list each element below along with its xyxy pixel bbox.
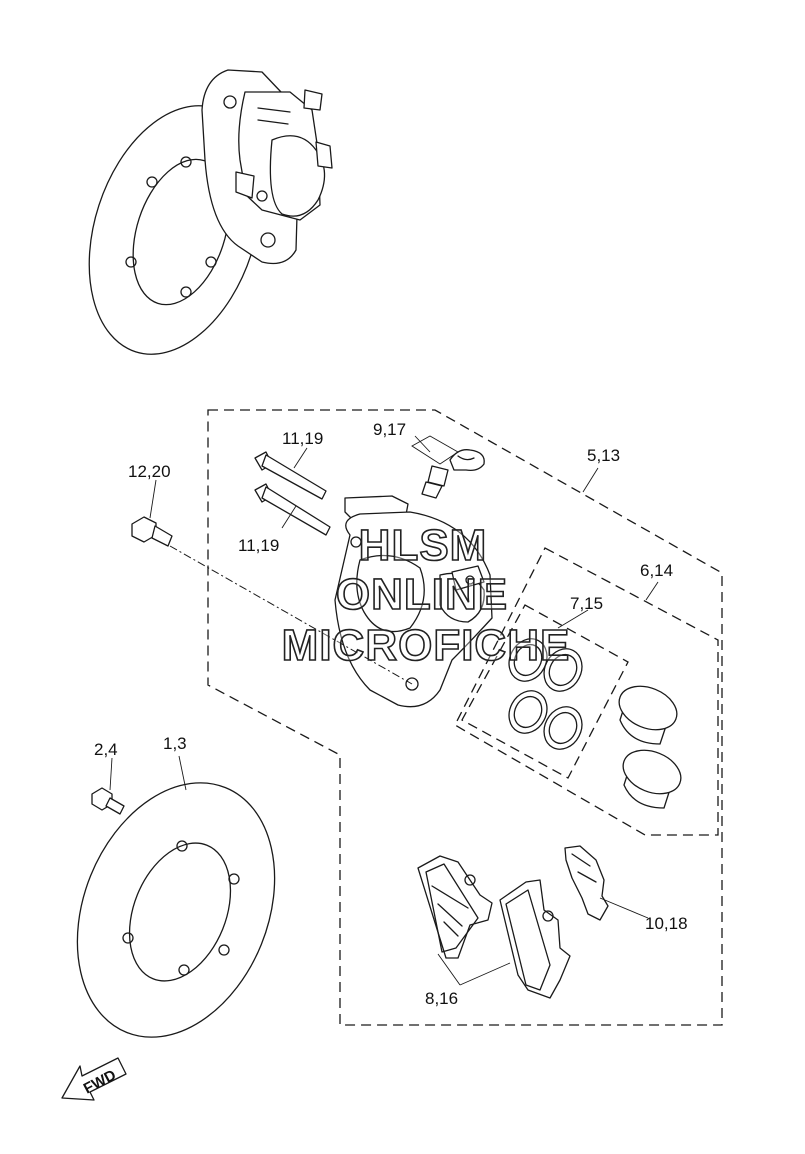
bolt-centerline <box>169 545 413 685</box>
pistons <box>618 685 682 809</box>
label-caliper-bolt: 12,20 <box>128 462 171 481</box>
label-caliper-assembly: 5,13 <box>587 446 620 465</box>
assembled-disc-caliper-view <box>88 69 333 355</box>
brake-disc <box>76 782 276 1038</box>
seal-rings <box>508 638 583 750</box>
caliper-bolt <box>131 516 173 547</box>
caliper-body <box>334 495 493 708</box>
brake-pads <box>417 855 571 999</box>
watermark-line-3: MICROFICHE <box>282 621 571 670</box>
slide-pin-upper <box>254 451 327 500</box>
watermark: HLSM ONLINE MICROFICHE <box>281 520 571 671</box>
seal-kit-boundary <box>461 604 629 779</box>
slide-pin-lower <box>254 483 331 536</box>
label-bleed-screw: 9,17 <box>373 420 406 439</box>
label-pad-spring: 10,18 <box>645 914 688 933</box>
pad-spring <box>564 845 609 921</box>
label-seal-kit: 7,15 <box>570 594 603 613</box>
forward-direction-arrow: FWD <box>61 1057 127 1101</box>
label-piston-seal-kit: 6,14 <box>640 561 673 580</box>
watermark-line-1: HLSM <box>359 521 488 570</box>
label-disc-bolt: 2,4 <box>94 740 118 759</box>
disc-bolt <box>91 787 125 815</box>
label-disc-assembly: 1,3 <box>163 734 187 753</box>
watermark-line-2: ONLINE <box>336 570 508 619</box>
label-pad-kit: 8,16 <box>425 989 458 1008</box>
label-pin-upper: 11,19 <box>282 429 323 448</box>
bleed-screw <box>421 449 485 499</box>
caliper-assembly-boundary <box>207 409 723 1026</box>
piston-seal-kit-boundary <box>454 547 719 836</box>
label-pin-lower: 11,19 <box>238 536 279 555</box>
leader-lines <box>109 435 659 986</box>
